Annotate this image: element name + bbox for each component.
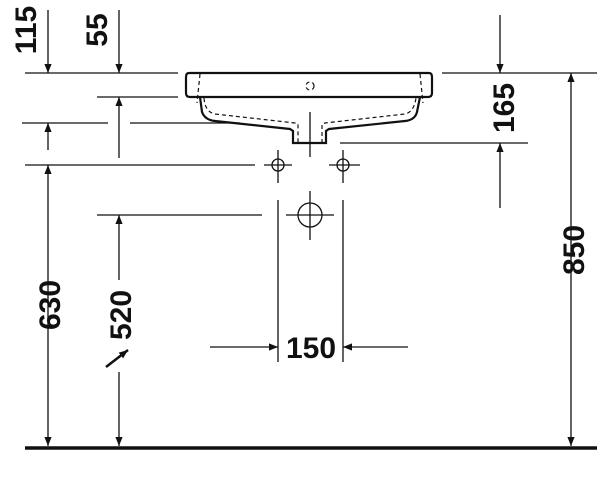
- dim-630: 630: [34, 280, 67, 330]
- waste-outlet: [286, 191, 334, 240]
- dim-55: 55: [81, 13, 114, 46]
- dim-520: 520: [105, 290, 138, 340]
- dimension-arrows: [44, 10, 575, 446]
- overflow-hole: [305, 81, 315, 91]
- dim-850: 850: [558, 225, 591, 275]
- dim-115: 115: [10, 6, 43, 54]
- dim-150: 150: [286, 332, 336, 365]
- dim-165: 165: [488, 83, 521, 133]
- washbasin: [184, 71, 434, 157]
- small-arrow-icon: [105, 349, 129, 368]
- tap-holes: [264, 150, 360, 183]
- extension-lines: [22, 72, 597, 362]
